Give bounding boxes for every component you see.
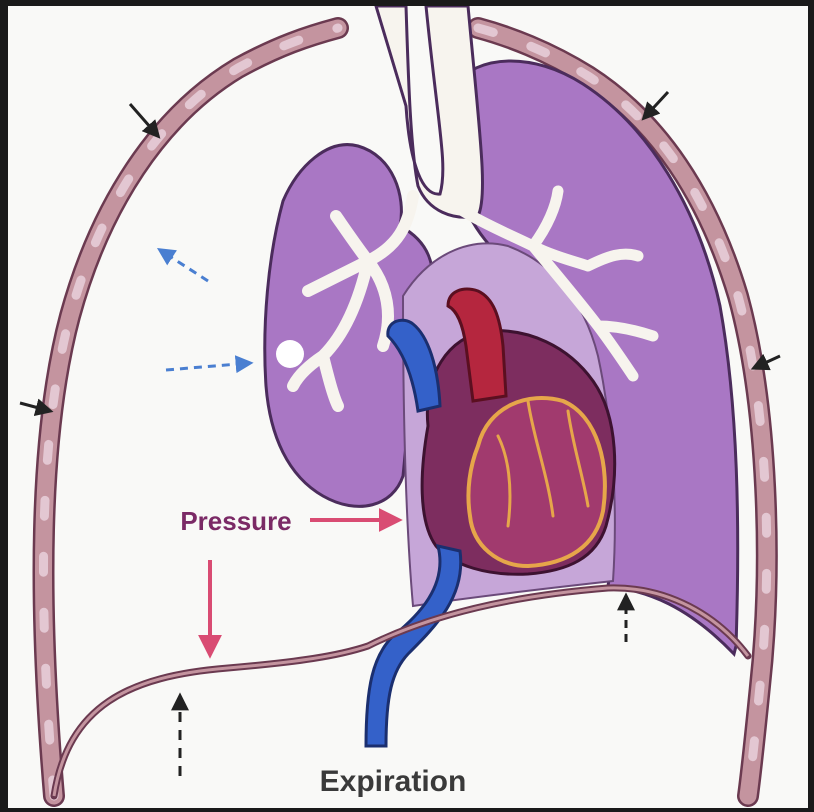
pressure-label: Pressure [180, 506, 291, 536]
air-arrow-lower [166, 363, 250, 370]
expiration-label: Expiration [320, 765, 467, 798]
diagram-canvas: Pressure Expiration [8, 6, 808, 808]
pneumothorax-diagram: Pressure Expiration [8, 6, 808, 808]
inward-arrow-upper-left [130, 104, 158, 136]
lung-hole [276, 340, 304, 368]
air-arrow-upper [160, 250, 208, 281]
inward-arrow-upper-right [644, 92, 668, 118]
